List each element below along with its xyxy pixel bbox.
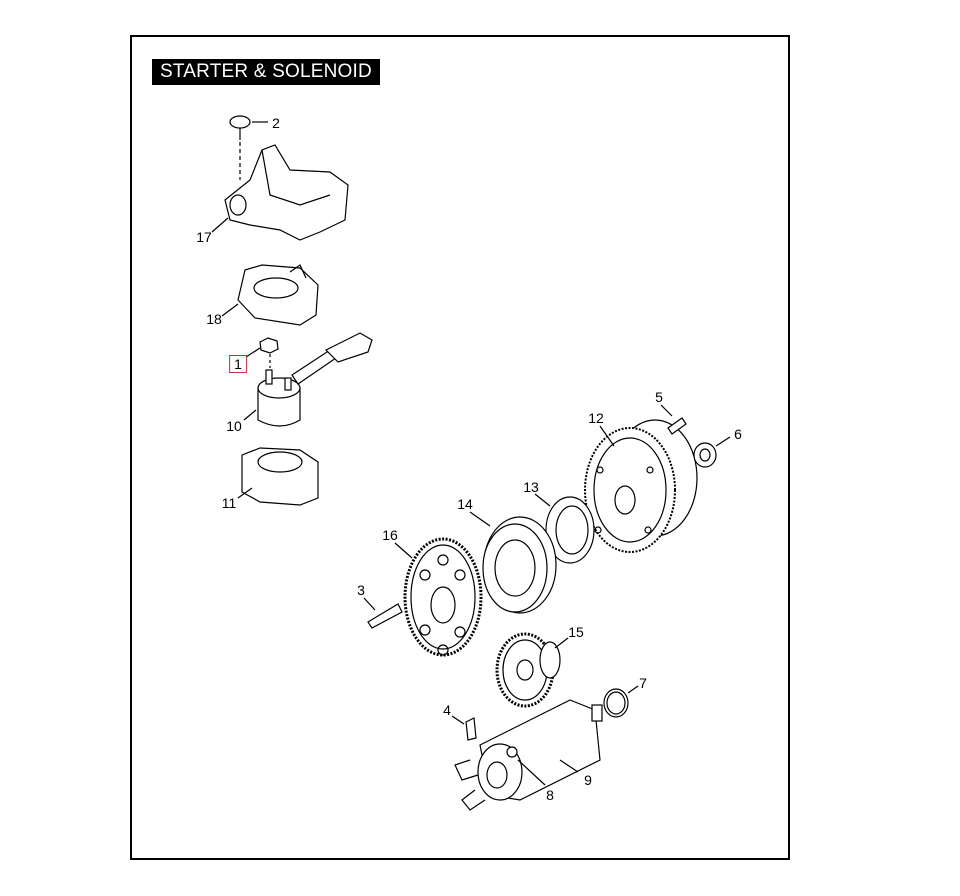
part-16-ring-gear [394,537,483,657]
part-18-cover [221,264,319,326]
part-3-bolt [363,597,403,629]
diagram-frame [130,35,790,860]
part-11-boot [237,447,319,506]
callout-12[interactable]: 12 [588,410,604,426]
part-13-bearing [534,493,595,564]
callout-2[interactable]: 2 [272,115,280,131]
callout-14[interactable]: 14 [457,496,473,512]
part-17-bracket [211,144,349,241]
part-10-solenoid [243,332,373,427]
callout-6[interactable]: 6 [734,426,742,442]
callout-leader-8 [517,759,546,786]
callout-17[interactable]: 17 [196,229,212,245]
callout-1-highlighted[interactable]: 1 [229,355,247,373]
callout-3[interactable]: 3 [357,582,365,598]
part-9-starter-motor [454,699,603,811]
part-15-drive-gear [495,632,569,708]
part-14-plate [469,511,557,614]
callout-13[interactable]: 13 [523,479,539,495]
part-1-nut [245,337,279,368]
callout-5[interactable]: 5 [655,389,663,405]
diagram-title: STARTER & SOLENOID [152,59,380,85]
callout-16[interactable]: 16 [382,527,398,543]
callout-4[interactable]: 4 [443,702,451,718]
part-4-bolt [451,715,477,741]
callout-9[interactable]: 9 [584,772,592,788]
part-12-clutch [584,419,698,553]
callout-18[interactable]: 18 [206,311,222,327]
part-7-o-ring [603,685,639,718]
callout-15[interactable]: 15 [568,624,584,640]
callout-7[interactable]: 7 [639,675,647,691]
part-5-bolt [660,404,687,435]
callout-11[interactable]: 11 [221,495,237,511]
callout-8[interactable]: 8 [546,787,554,803]
part-2-screw [229,115,268,180]
part-6-nut [693,436,731,468]
callout-10[interactable]: 10 [226,418,242,434]
